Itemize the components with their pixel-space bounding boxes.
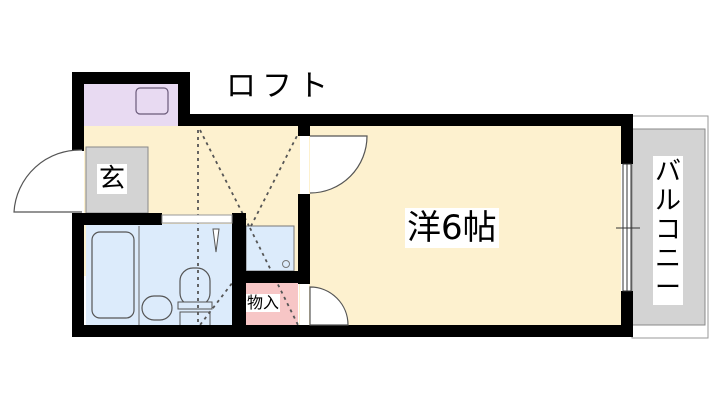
toilet-icon [179,267,211,307]
balcony-label: バルコニー [653,156,683,305]
bathroom-door [161,214,233,224]
loft-outline-dashed [197,129,301,326]
bathtub [91,231,135,319]
drain-icon [282,260,290,268]
entrance-label: 玄 [97,164,128,194]
towel-hook-icon [212,228,220,253]
storage-door [309,286,349,326]
loft-label: ロフト [226,69,334,104]
washer-space [245,225,295,272]
loft-fixture [135,87,169,115]
sink-icon [141,295,173,321]
walls [72,72,633,337]
room-door [309,135,368,194]
entrance-door [13,149,83,213]
western-room-label: 洋6帖 [405,208,499,248]
storage-label: 物入 [246,293,281,312]
